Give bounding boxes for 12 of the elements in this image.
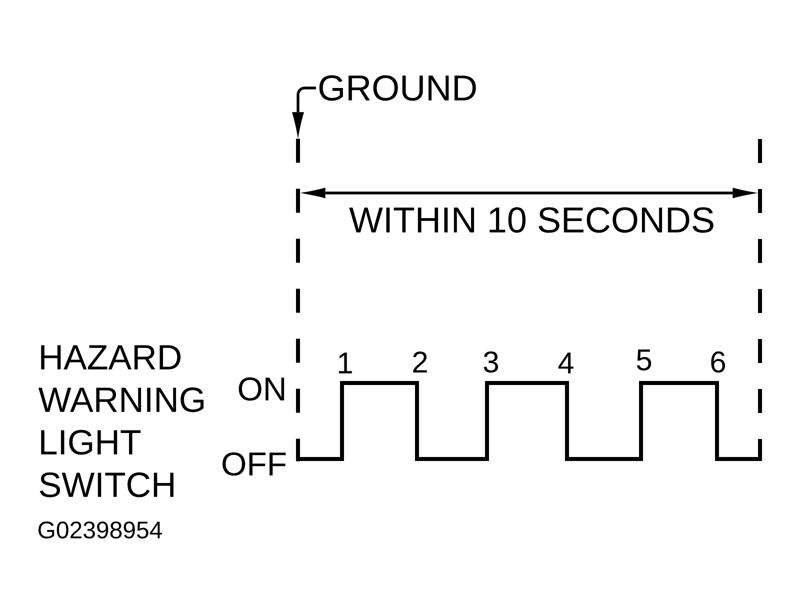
pulse-number: 3 (484, 351, 498, 373)
pulse-number: 5 (636, 350, 652, 370)
figure-code: G02398954 (38, 522, 162, 538)
signal-name: HAZARD WARNING LIGHT SWITCH (38, 345, 204, 498)
callout-label: GROUND (319, 75, 476, 101)
level-label: OFF (222, 452, 286, 476)
pulse-number: 6 (711, 351, 726, 373)
dimension-label: WITHIN 10 SECONDS (349, 207, 714, 233)
pulse-number: 1 (338, 352, 352, 374)
pulse-number: 2 (413, 352, 427, 372)
dashed-line (296, 138, 300, 462)
pulse-number: 4 (558, 352, 574, 374)
